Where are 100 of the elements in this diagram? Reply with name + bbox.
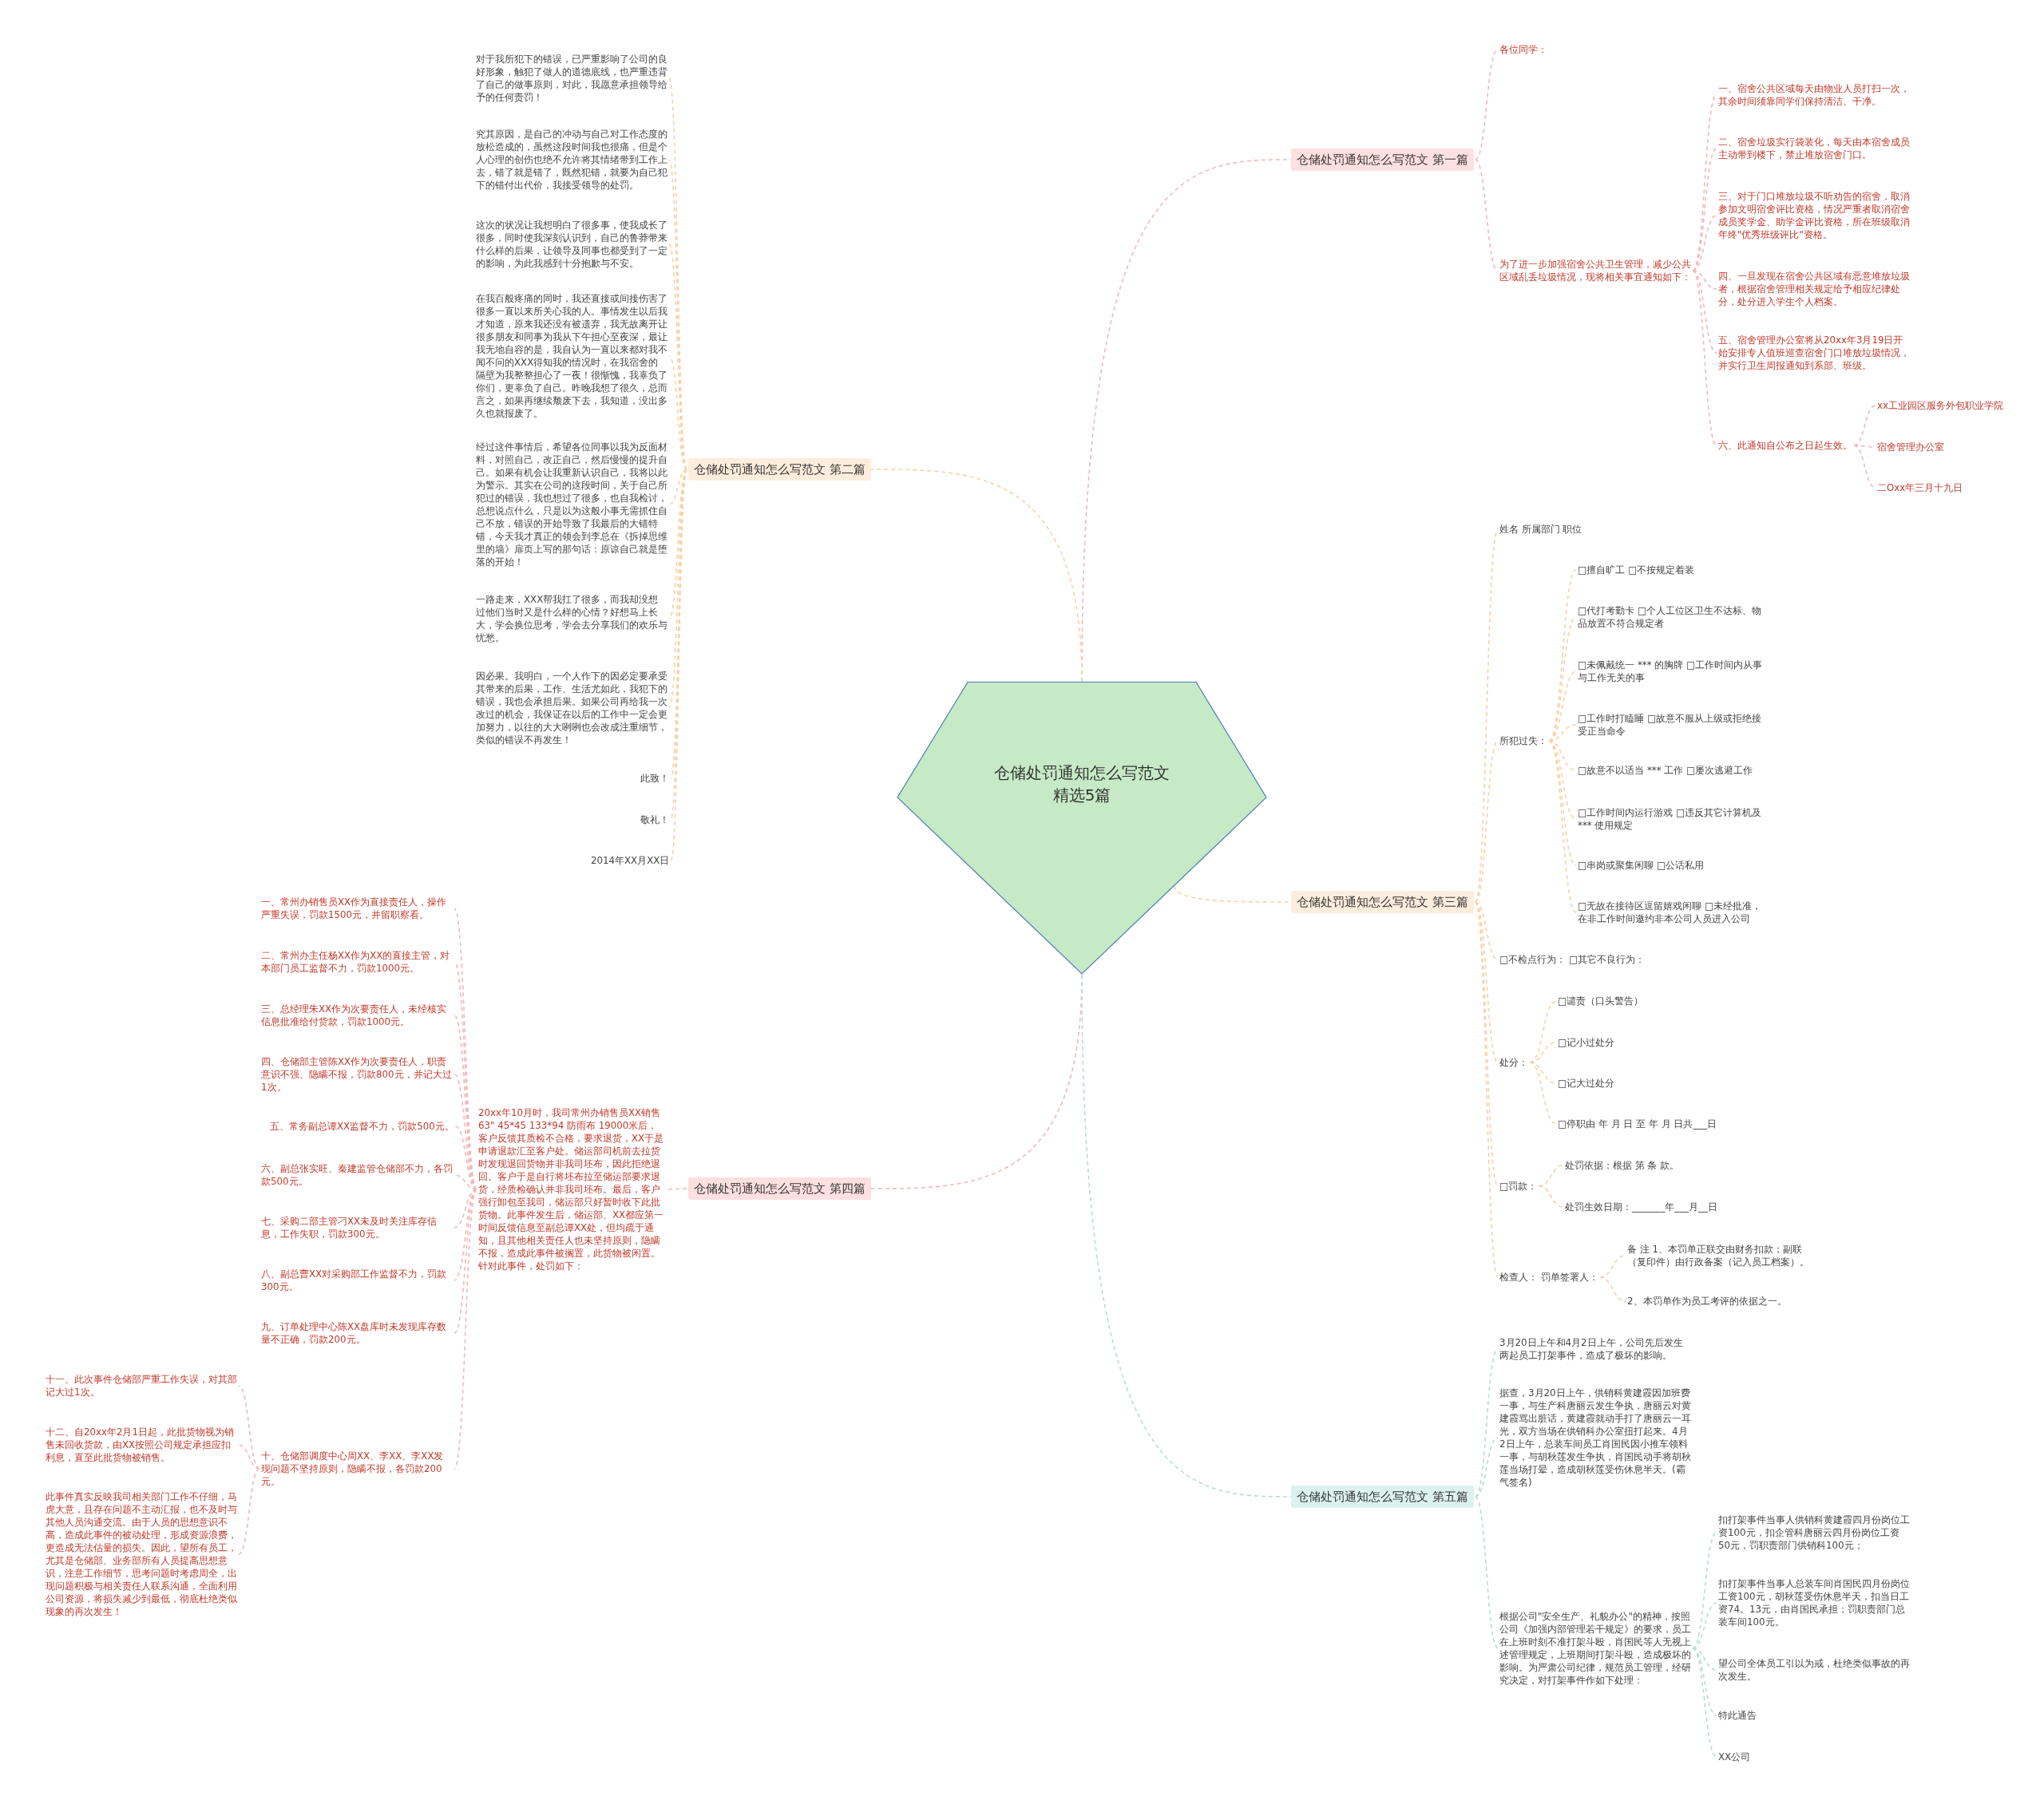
connector-line (238, 1468, 260, 1555)
note-text: 十一、此次事件仓储部严重工作失误，对其部记大过1次。 (46, 1373, 237, 1399)
connector-line (1475, 49, 1499, 160)
note-text: 望公司全体员工引以为戒，杜绝类似事故的再次发生。 (1718, 1657, 1910, 1683)
connector-line (1529, 1000, 1557, 1063)
note-text: 四、仓储部主管陈XX作为次要责任人，职责意识不强、隐瞒不报，罚款800元，并记大过1次。 (261, 1055, 453, 1094)
note-text: 备 注 1、本罚单正联交由财务扣款；副联（复印件）由行政备案（记入员工档案）。 (1627, 1243, 1809, 1268)
connector-line (1475, 901, 1499, 1187)
connector-line (1692, 270, 1717, 446)
topic-box: 仓储处罚通知怎么写范文 第三篇 (1291, 891, 1474, 913)
topic-box: 仓储处罚通知怎么写范文 第一篇 (1291, 148, 1474, 171)
connector-line (238, 1444, 260, 1470)
note-text: 敬礼！ (640, 813, 669, 826)
note-text: 2、本罚单作为员工考评的依据之一。 (1627, 1295, 1787, 1308)
note-text: □串岗或聚集闲聊 □公话私用 (1578, 859, 1705, 872)
note-text: □故意不以适当 *** 工作 □屡次逃避工作 (1578, 764, 1753, 777)
note-text: 三、对于门口堆放垃圾不听劝告的宿舍，取消参加文明宿舍评比资格，情况严重者取消宿舍成员奖学金、助学金评比资格，所在班级取消年终"优秀班级评比"资格。 (1718, 190, 1910, 241)
note-text: 四、一旦发现在宿舍公共区域有恶意堆放垃圾者，根据宿舍管理相关规定给予相应纪律处分，处分进入学生个人档案。 (1718, 270, 1910, 308)
connector-line (454, 1189, 477, 1334)
note-text: 经过这件事情后，希望各位同事以我为反面材料，对照自己，改正自己，然后慢慢的提升自己。如果有机会让我重新认识自己，我将以此为警示。其实在公司的这段时间，关于自己所犯过的错误，我也想过了很多，也自我检讨，总想说点什么，只是以为这般小事无需抓住自己不放，错误的开始导致了我最后的大错特错，今天我才真正的领会到李总在《拆掉思维里的墙》扉页上写的那句话：原谅自己就是堕落的开始！ (476, 441, 667, 568)
connector-line (1692, 1602, 1717, 1649)
connector-line (1475, 740, 1499, 903)
connector-line (1529, 1062, 1557, 1125)
note-text: □不检点行为： □其它不良行为： (1499, 953, 1646, 966)
note-text: 九、订单处理中心陈XX盘库时未发现库存数量不正确，罚款200元。 (261, 1320, 453, 1346)
note-text: 六、此通知自公布之日起生效。 (1718, 439, 1852, 452)
note-text: 2014年XX月XX日 (591, 854, 670, 867)
connector-line (1475, 159, 1499, 271)
note-text: 处罚依据：根据 第 条 款。 (1565, 1159, 1680, 1172)
connector-line (1692, 270, 1717, 354)
connector-line (1853, 405, 1876, 446)
note-text: 在我百般疼痛的同时，我还直接或间接伤害了很多一直以来所关心我的人。事情发生以后我才知道，原来我还没有被遗弃，我无故离开让很多朋友和同事为我从下午担心至夜深，最让我无地自容的是，我自认为一直以来都对我不闻不问的XXX得知我的情况时，在我宿舍的隔壁为我整整担心了一夜！很惭愧，我辜负了你们，更辜负了自己。昨晚我想了很久，总而言之，如果再继续颓废下去，我知道，没出多久也就报废了。 (476, 292, 667, 420)
note-text: 究其原因，是自己的冲动与自己对工作态度的放松造成的，虽然这段时间我也很痛，但是个人心理的创伤也绝不允许将其情绪带到工作上去，错了就是错了，既然犯错，就要为自己犯下的错付出代价，我接受领导的处罚。 (476, 128, 667, 192)
note-text: 十二、自20xx年2月1日起，此批货物视为销售未回收货款，由XX按照公司规定承担应扣利息，直至此批货物被销售。 (46, 1426, 237, 1464)
note-text: □无故在接待区逗留嬉戏闲聊 □未经批准，在非工作时间邀约非本公司人员进入公司 (1578, 900, 1769, 925)
connector-line (1692, 270, 1717, 290)
note-text: 八、副总曹XX对采购部工作监督不力，罚款300元。 (261, 1268, 453, 1293)
topic-box: 仓储处罚通知怎么写范文 第二篇 (688, 458, 871, 481)
connector-line (454, 1074, 477, 1190)
note-text: □记大过处分 (1558, 1077, 1615, 1090)
note-text: 五、宿舍管理办公室将从20xx年3月19日开始安排专人值班巡查宿舍门口堆放垃圾情况，并实行卫生周报通知到系部、班级。 (1718, 334, 1910, 372)
note-text: 三、总经理朱XX作为次要责任人，未经核实信息批准给付货款，罚款1000元。 (261, 1003, 453, 1028)
note-text: 所犯过失： (1499, 734, 1547, 747)
note-text: 特此通告 (1718, 1709, 1757, 1722)
connector-line (454, 1189, 477, 1470)
note-text: 处罚生效日期：_______年___月__日 (1565, 1201, 1717, 1213)
connector-line (668, 469, 687, 505)
connector-line (1538, 1185, 1564, 1208)
note-text: □谴责（口头警告） (1558, 995, 1644, 1007)
note-text: 3月20日上午和4月2日上午，公司先后发生两起员工打架事件，造成了极坏的影响。 (1499, 1336, 1691, 1362)
note-text: □停职由 年 月 日 至 年 月 日共___日 (1558, 1118, 1717, 1130)
note-text: 五、常务副总谭XX监督不力，罚款500元。 (270, 1120, 454, 1133)
title-pentagon: 仓储处罚通知怎么写范文精选5篇 (897, 682, 1267, 975)
note-text: 据查，3月20日上午，供销科黄建霞因加班费一事，与生产科唐丽云发生争执，唐丽云对黄建霞骂出脏话，黄建霞就动手打了唐丽云一耳光，双方当场在供销科办公室扭打起来。4月2日上午，总装车间员工肖国民因小推车领料一事，与胡秋莲发生争执，肖国民动手将胡秋莲当场打晕，造成胡秋莲受伤休息半天。(霸气签名) (1499, 1387, 1691, 1489)
connector-line (668, 469, 687, 619)
note-text: XX公司 (1718, 1751, 1751, 1763)
note-text: 十、仓储部调度中心周XX、李XX、李XX发现问题不坚持原则，隐瞒不报，各罚款200元。 (261, 1450, 453, 1488)
note-text: 七、采购二部主管刁XX未及时关注库存信息，工作失职，罚款300元。 (261, 1215, 453, 1240)
note-text: □工作时间内运行游戏 □违反其它计算机及 *** 使用规定 (1578, 806, 1769, 832)
note-text: □代打考勤卡 □个人工位区卫生不达标、物品放置不符合规定者 (1578, 604, 1769, 630)
note-text: 各位同学： (1499, 43, 1547, 56)
note-text: 对于我所犯下的错误，已严重影响了公司的良好形象，触犯了做人的道德底线，也严重违背了自己的做事原则，对此，我愿意承担领导给予的任何责罚！ (476, 53, 667, 104)
note-text: 六、副总张实旺、秦建监管仓储部不力，各罚款500元。 (261, 1162, 453, 1188)
connector-line (1692, 1532, 1717, 1649)
connector-line (1548, 740, 1577, 913)
connector-line (1598, 1276, 1626, 1302)
connector-line (1548, 569, 1577, 742)
connector-line (666, 1188, 687, 1190)
connector-line (454, 1189, 477, 1228)
connector-line (1692, 1648, 1717, 1671)
connector-line (1475, 1496, 1499, 1649)
note-text: 二Oxx年三月十九日 (1877, 481, 1963, 494)
connector-line (1692, 215, 1717, 271)
connector-line (1475, 901, 1499, 1063)
note-text: □未佩戴统一 *** 的胸牌 □工作时间内从事与工作无关的事 (1578, 659, 1769, 684)
note-text: 这次的状况让我想明白了很多事，使我成长了很多，同时使我深刻认识到，自己的鲁莽带来什么样的后果，让领导及同事也都受到了一定的影响，为此我感到十分抱歉与不安。 (476, 219, 667, 270)
note-text: □罚款： (1499, 1180, 1538, 1193)
connector-line (1548, 671, 1577, 742)
note-text: □记小过处分 (1558, 1036, 1615, 1049)
note-text: 姓名 所属部门 职位 (1499, 523, 1583, 536)
connector-line (1081, 974, 1292, 1497)
note-text: 扣打架事件当事人总装车间肖国民四月份岗位工资100元，胡秋莲受伤休息半天，扣当日工资74。13元，由肖国民承担；罚职责部门总装车间100元。 (1718, 1577, 1910, 1628)
connector-line (1692, 1648, 1717, 1758)
note-text: 扣打架事件当事人供销科黄建霞四月份岗位工资100元，扣企管科唐丽云四月份岗位工资50元，罚职责部门供销科100元； (1718, 1513, 1910, 1552)
connector-line (238, 1385, 260, 1470)
topic-box: 仓储处罚通知怎么写范文 第四篇 (688, 1177, 871, 1200)
note-text: □擅自旷工 □不按规定着装 (1578, 564, 1695, 576)
note-text: 根据公司"安全生产、礼貌办公"的精神，按照公司《加强内部管理若干规定》的要求，员工在上班时刻不准打架斗殴，肖国民等人无视上述管理规定，上班期间打架斗殴，造成极坏的影响。为严肃公司纪律，规范员工管理，经研究决定，对打架事件作如下处理： (1499, 1610, 1691, 1687)
note-text: 此事件真实反映我司相关部门工作不仔细，马虎大意，且存在问题不主动汇报，也不及时与其他人员沟通交流。由于人员的思想意识不高，造成此事件的被动处理，形成资源浪费，更造成无法估量的损失。因此，望所有员工，尤其是仓储部、业务部所有人员提高思想意识，注意工作细节，思考问题时考虑周全，出现问题积极与相关责任人联系沟通，全面利用公司资源，将损失减少到最低，彻底杜绝类似现象的再次发生！ (46, 1490, 237, 1618)
connector-line (1475, 1348, 1499, 1497)
note-text: 宿舍管理办公室 (1877, 441, 1944, 453)
note-text: xx工业园区服务外包职业学院 (1877, 399, 2003, 412)
note-text: 二、常州办主任杨XX作为XX的直接主管，对本部门员工监督不力，罚款1000元。 (261, 949, 453, 975)
note-text: 二、宿舍垃圾实行袋装化，每天由本宿舍成员主动带到楼下，禁止堆放宿舍门口。 (1718, 136, 1910, 161)
note-text: 一路走来，XXX帮我扛了很多，而我却没想过他们当时又是什么样的心情？好想马上长大，学会换位思考，学会去分享我们的欢乐与忧愁。 (476, 593, 667, 644)
topic-box: 仓储处罚通知怎么写范文 第五篇 (1291, 1486, 1474, 1508)
note-text: 因必果。我明白，一个人作下的因必定要承受其带来的后果，工作、生活尤如此，我犯下的错误，我也会承担后果。如果公司再给我一次改过的机会，我保证在以后的工作中一定会更加努力，以往的大大咧咧也会改成注重细节，类似的错误不再发生！ (476, 670, 667, 746)
note-text: 此致！ (640, 772, 669, 785)
connector-line (1475, 1437, 1499, 1497)
connector-line (1475, 901, 1499, 1278)
